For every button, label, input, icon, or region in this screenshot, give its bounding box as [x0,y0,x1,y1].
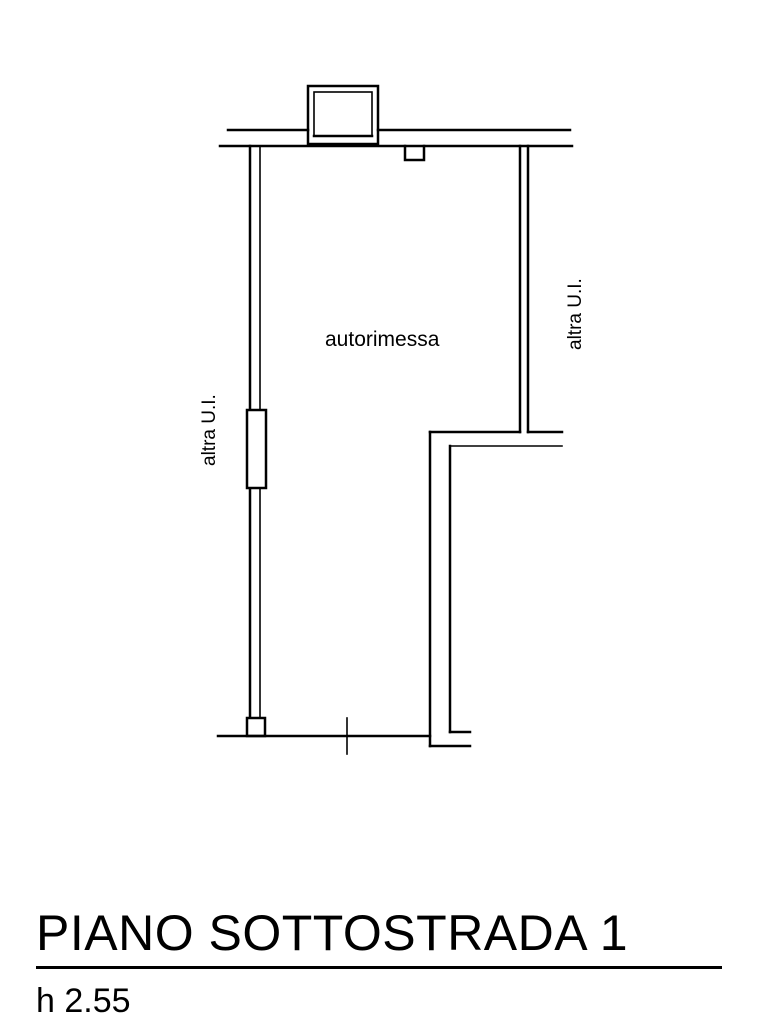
light-well-inner [313,91,373,137]
wall-notch [403,144,426,162]
floor-title: PIANO SOTTOSTRADA 1 [36,905,629,961]
left-wall-pillar [245,716,267,738]
light-well-outer [306,84,380,146]
neighbor-label-right: altra U.I. [565,278,586,350]
room-label-autorimessa: autorimessa [325,328,440,351]
neighbor-label-left: altra U.I. [199,394,220,466]
left-wall-opening [245,408,268,490]
floor-height-label: h 2.55 [36,982,131,1020]
floor-title-underline [36,966,722,969]
